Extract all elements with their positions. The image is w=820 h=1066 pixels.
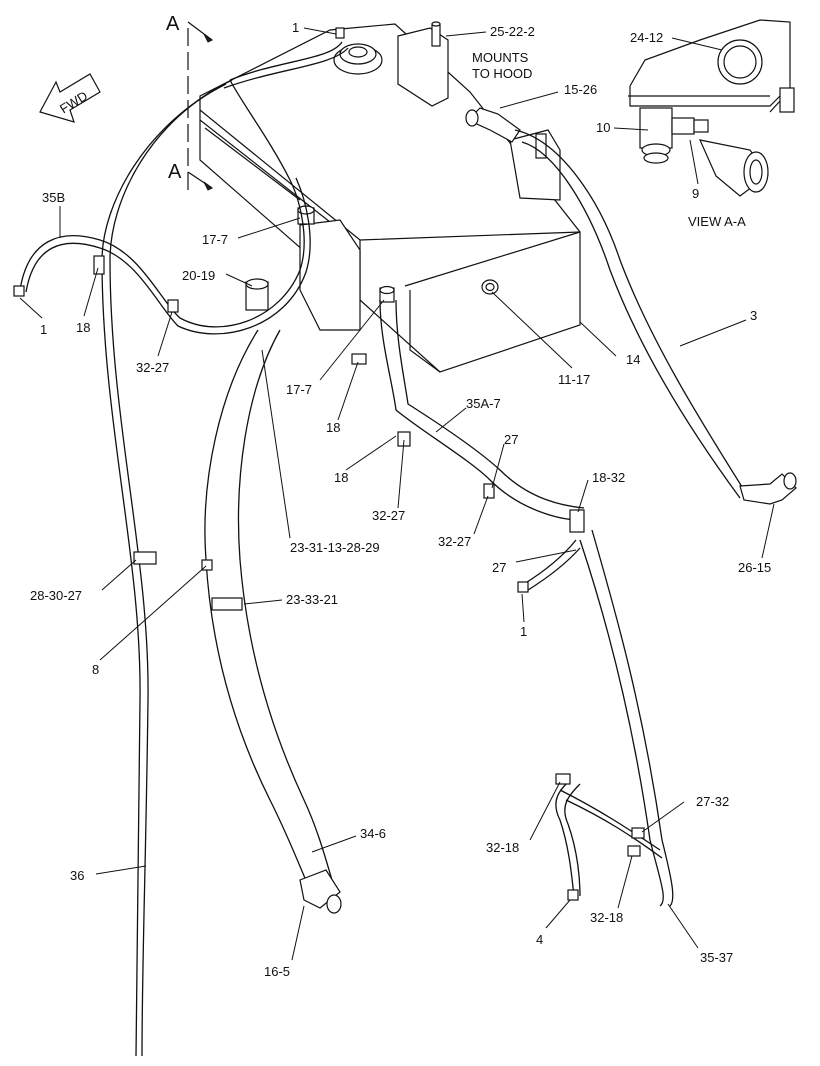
view-a-a-inset bbox=[628, 19, 795, 197]
section-marker-bottom: A bbox=[168, 161, 182, 183]
callout-35-37: 35-37 bbox=[700, 950, 733, 965]
callout-17-7-lower: 17-7 bbox=[286, 382, 312, 397]
callout-25-22-2: 25-22-2 bbox=[490, 24, 535, 39]
section-marker-top: A bbox=[166, 13, 180, 35]
callout-1-left: 1 bbox=[40, 322, 47, 337]
callout-3: 3 bbox=[750, 308, 757, 323]
callout-32-18-left: 32-18 bbox=[486, 840, 519, 855]
callout-18-mid: 18 bbox=[326, 420, 340, 435]
clamps bbox=[13, 255, 645, 901]
callout-36: 36 bbox=[70, 868, 84, 883]
elbow-16-5 bbox=[299, 869, 342, 914]
mount-stud bbox=[431, 21, 441, 47]
elbow-15-26 bbox=[465, 107, 521, 143]
elbow-26-15 bbox=[739, 472, 797, 505]
callout-27-upper: 27 bbox=[504, 432, 518, 447]
callout-15-26: 15-26 bbox=[564, 82, 597, 97]
callout-8: 8 bbox=[92, 662, 99, 677]
callout-17-7-upper: 17-7 bbox=[202, 232, 228, 247]
mount-note-line1: MOUNTS bbox=[472, 50, 529, 65]
callout-35a-7: 35A-7 bbox=[466, 396, 501, 411]
callout-16-5: 16-5 bbox=[264, 964, 290, 979]
callout-32-27-right: 32-27 bbox=[438, 534, 471, 549]
callout-18-32: 18-32 bbox=[592, 470, 625, 485]
side-fitting bbox=[535, 133, 547, 159]
callout-23-33-21: 23-33-21 bbox=[286, 592, 338, 607]
hose-lines bbox=[19, 41, 745, 1057]
callout-10: 10 bbox=[596, 120, 610, 135]
fitting-17-7-lower bbox=[379, 285, 395, 303]
callout-1-right: 1 bbox=[520, 624, 527, 639]
section-line bbox=[187, 21, 213, 191]
callout-35b: 35B bbox=[42, 190, 65, 205]
callout-11-17: 11-17 bbox=[558, 372, 590, 387]
leader-lines bbox=[19, 27, 775, 961]
filler-cap bbox=[333, 27, 383, 75]
fitting-20-19 bbox=[245, 278, 269, 311]
callout-9: 9 bbox=[692, 186, 699, 201]
callout-32-18-right: 32-18 bbox=[590, 910, 623, 925]
callout-18-left: 18 bbox=[76, 320, 90, 335]
callout-26-15: 26-15 bbox=[738, 560, 771, 575]
callout-4: 4 bbox=[536, 932, 543, 947]
callout-1-top: 1 bbox=[292, 20, 299, 35]
callout-23-31-13-28-29: 23-31-13-28-29 bbox=[290, 540, 380, 555]
fwd-arrow bbox=[39, 73, 101, 123]
callout-24-12: 24-12 bbox=[630, 30, 663, 45]
callout-18-lower: 18 bbox=[334, 470, 348, 485]
callout-34-6: 34-6 bbox=[360, 826, 386, 841]
callout-20-19: 20-19 bbox=[182, 268, 215, 283]
callout-14: 14 bbox=[626, 352, 640, 367]
view-label: VIEW A-A bbox=[688, 214, 746, 229]
mount-note-line2: TO HOOD bbox=[472, 66, 532, 81]
callout-28-30-27: 28-30-27 bbox=[30, 588, 82, 603]
callout-27-32: 27-32 bbox=[696, 794, 729, 809]
callout-32-27-left: 32-27 bbox=[136, 360, 169, 375]
callout-27-lower: 27 bbox=[492, 560, 506, 575]
callout-32-27-mid: 32-27 bbox=[372, 508, 405, 523]
sight-gauge bbox=[481, 279, 499, 295]
